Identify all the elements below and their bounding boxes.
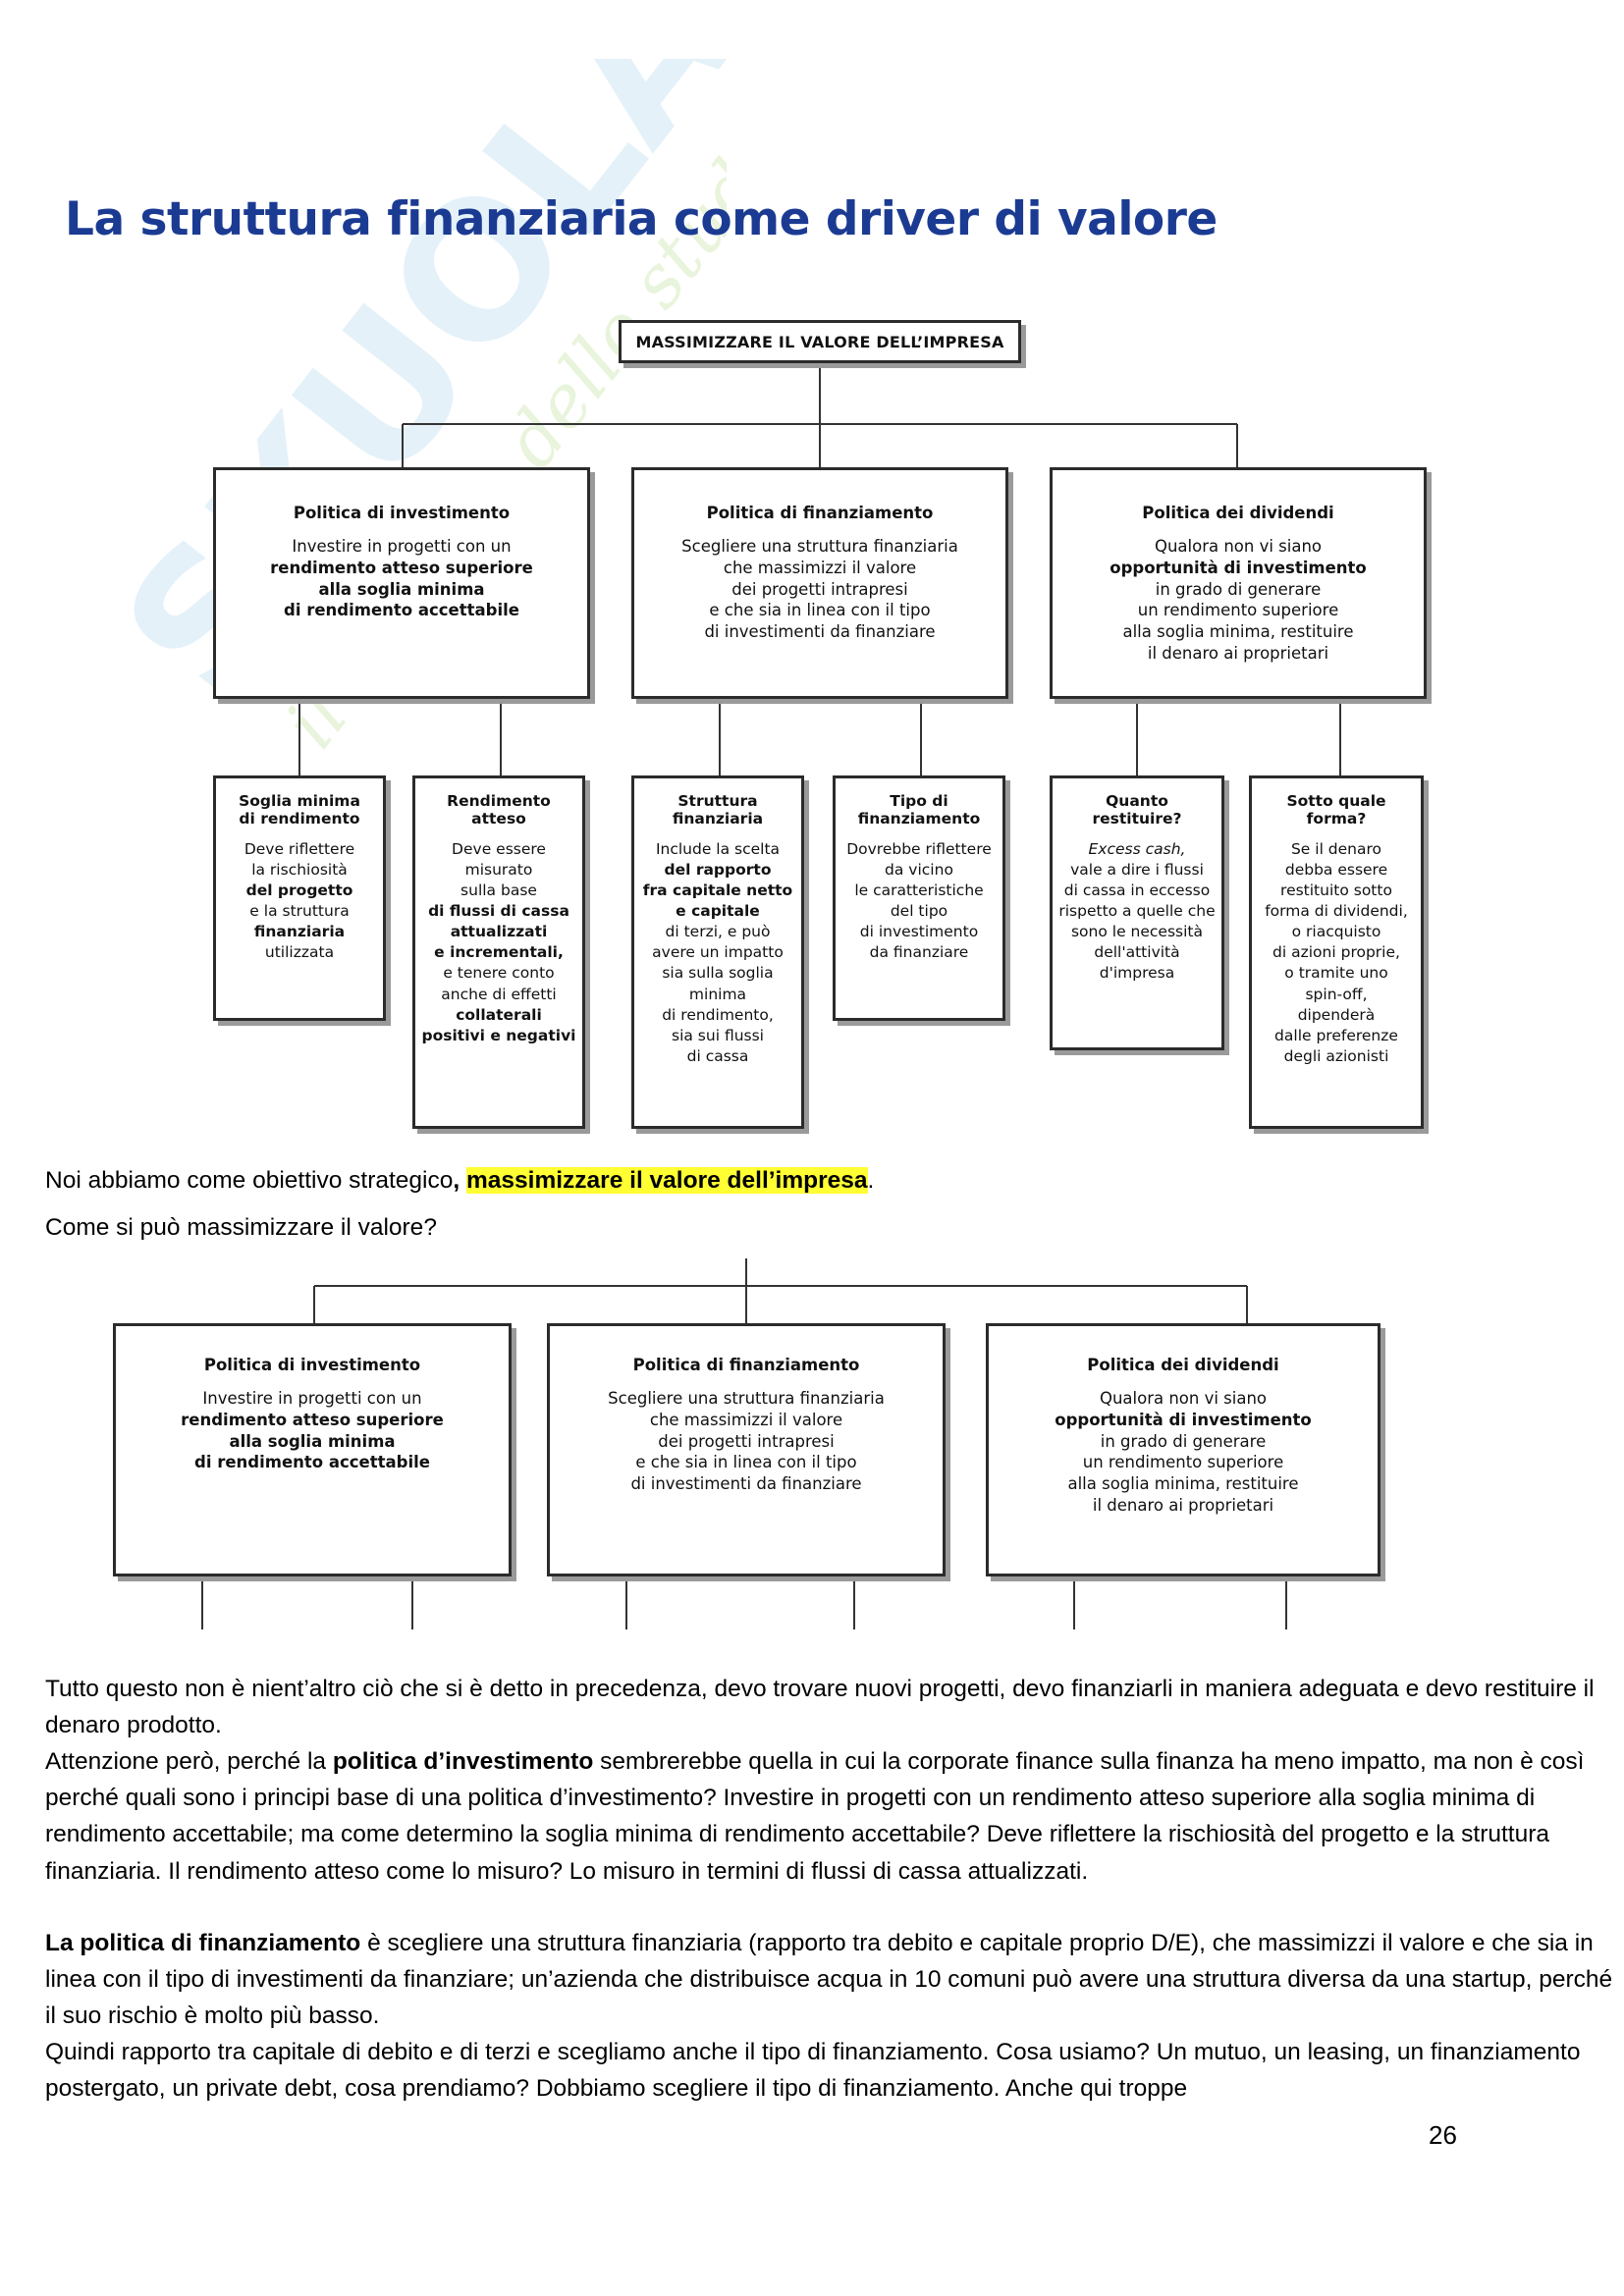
detail-box-tipo-finanziamento: Tipo di finanziamento Dovrebbe rifletter… [833, 775, 1005, 1021]
policy-title: Politica di finanziamento [632, 1356, 860, 1374]
excerpt-connectors [201, 1258, 1287, 1629]
excerpt-box-finanziamento: Politica di finanziamento Scegliere una … [547, 1323, 946, 1576]
paragraph-financing-type: Quindi rapporto tra capitale di debito e… [45, 2039, 1581, 2103]
slide-title: La struttura finanziaria come driver di … [65, 192, 1218, 246]
policy-description: Qualora non vi siano opportunità di inve… [1055, 1389, 1312, 1515]
policy-description: Scegliere una struttura finanziaria che … [681, 537, 958, 642]
detail-box-quanto-restituire: Quanto restituire? Excess cash, vale a d… [1050, 775, 1224, 1050]
highlighted-goal: massimizzare il valore dell’impresa [465, 1167, 868, 1194]
detail-title: Sotto quale forma? [1286, 792, 1386, 828]
detail-description: Se il denaro debba essere restituito sot… [1265, 840, 1408, 1065]
paragraph-objective: Noi abbiamo come obiettivo strategico, m… [45, 1167, 875, 1194]
policy-title: Politica di investimento [203, 1356, 421, 1374]
paragraph-question: Come si può massimizzare il valore? [45, 1214, 437, 1241]
detail-box-sotto-quale-forma: Sotto quale forma? Se il denaro debba es… [1249, 775, 1424, 1129]
policy-description: Scegliere una struttura finanziaria che … [608, 1389, 885, 1494]
detail-title: Tipo di finanziamento [857, 792, 981, 828]
policy-box-investimento: Politica di investimento Investire in pr… [213, 467, 590, 699]
value-driver-diagram: MASSIMIZZARE IL VALORE DELL’IMPRESA Poli… [213, 320, 1427, 1129]
detail-description: Deve essere misurato sulla base di fluss… [421, 840, 576, 1044]
policy-box-dividendi: Politica dei dividendi Qualora non vi si… [1050, 467, 1427, 699]
detail-description: Include la scelta del rapporto fra capit… [642, 840, 793, 1065]
policy-title: Politica dei dividendi [1142, 504, 1334, 522]
policy-description: Investire in progetti con un rendimento … [270, 537, 533, 620]
paragraph-financing-policy: La politica di finanziamento è scegliere… [45, 1930, 1613, 2030]
page-number: 26 [1429, 2120, 1457, 2150]
detail-title: Quanto restituire? [1092, 792, 1182, 828]
detail-box-rendimento-atteso: Rendimento atteso Deve essere misurato s… [412, 775, 585, 1129]
policy-title: Politica di finanziamento [706, 504, 934, 522]
diagram-connectors [298, 365, 1341, 775]
detail-title: Struttura finanziaria [672, 792, 764, 828]
detail-title: Soglia minima di rendimento [239, 792, 360, 828]
paragraph-summary: Tutto questo non è nient’altro ciò che s… [45, 1676, 1595, 1739]
detail-description: Deve riflettere la rischiosità del proge… [244, 840, 355, 962]
policy-title: Politica dei dividendi [1087, 1356, 1279, 1374]
policies-diagram-excerpt: Politica di investimento Investire in pr… [113, 1258, 1380, 1629]
root-goal-box: MASSIMIZZARE IL VALORE DELL’IMPRESA [619, 320, 1021, 363]
policy-description: Qualora non vi siano opportunità di inve… [1110, 537, 1367, 663]
detail-description: Excess cash, vale a dire i flussi di cas… [1058, 840, 1216, 983]
detail-box-soglia-minima: Soglia minima di rendimento Deve riflett… [213, 775, 386, 1021]
detail-title: Rendimento atteso [447, 792, 551, 828]
excerpt-box-investimento: Politica di investimento Investire in pr… [113, 1323, 512, 1576]
excerpt-box-dividendi: Politica dei dividendi Qualora non vi si… [986, 1323, 1380, 1576]
policy-description: Investire in progetti con un rendimento … [181, 1389, 444, 1472]
paragraph-investment-policy: Attenzione però, perché la politica d’in… [45, 1748, 1585, 1885]
detail-box-struttura-finanziaria: Struttura finanziaria Include la scelta … [631, 775, 804, 1129]
policy-box-finanziamento: Politica di finanziamento Scegliere una … [631, 467, 1008, 699]
policy-title: Politica di investimento [293, 504, 511, 522]
detail-description: Dovrebbe riflettere da vicino le caratte… [846, 840, 992, 962]
